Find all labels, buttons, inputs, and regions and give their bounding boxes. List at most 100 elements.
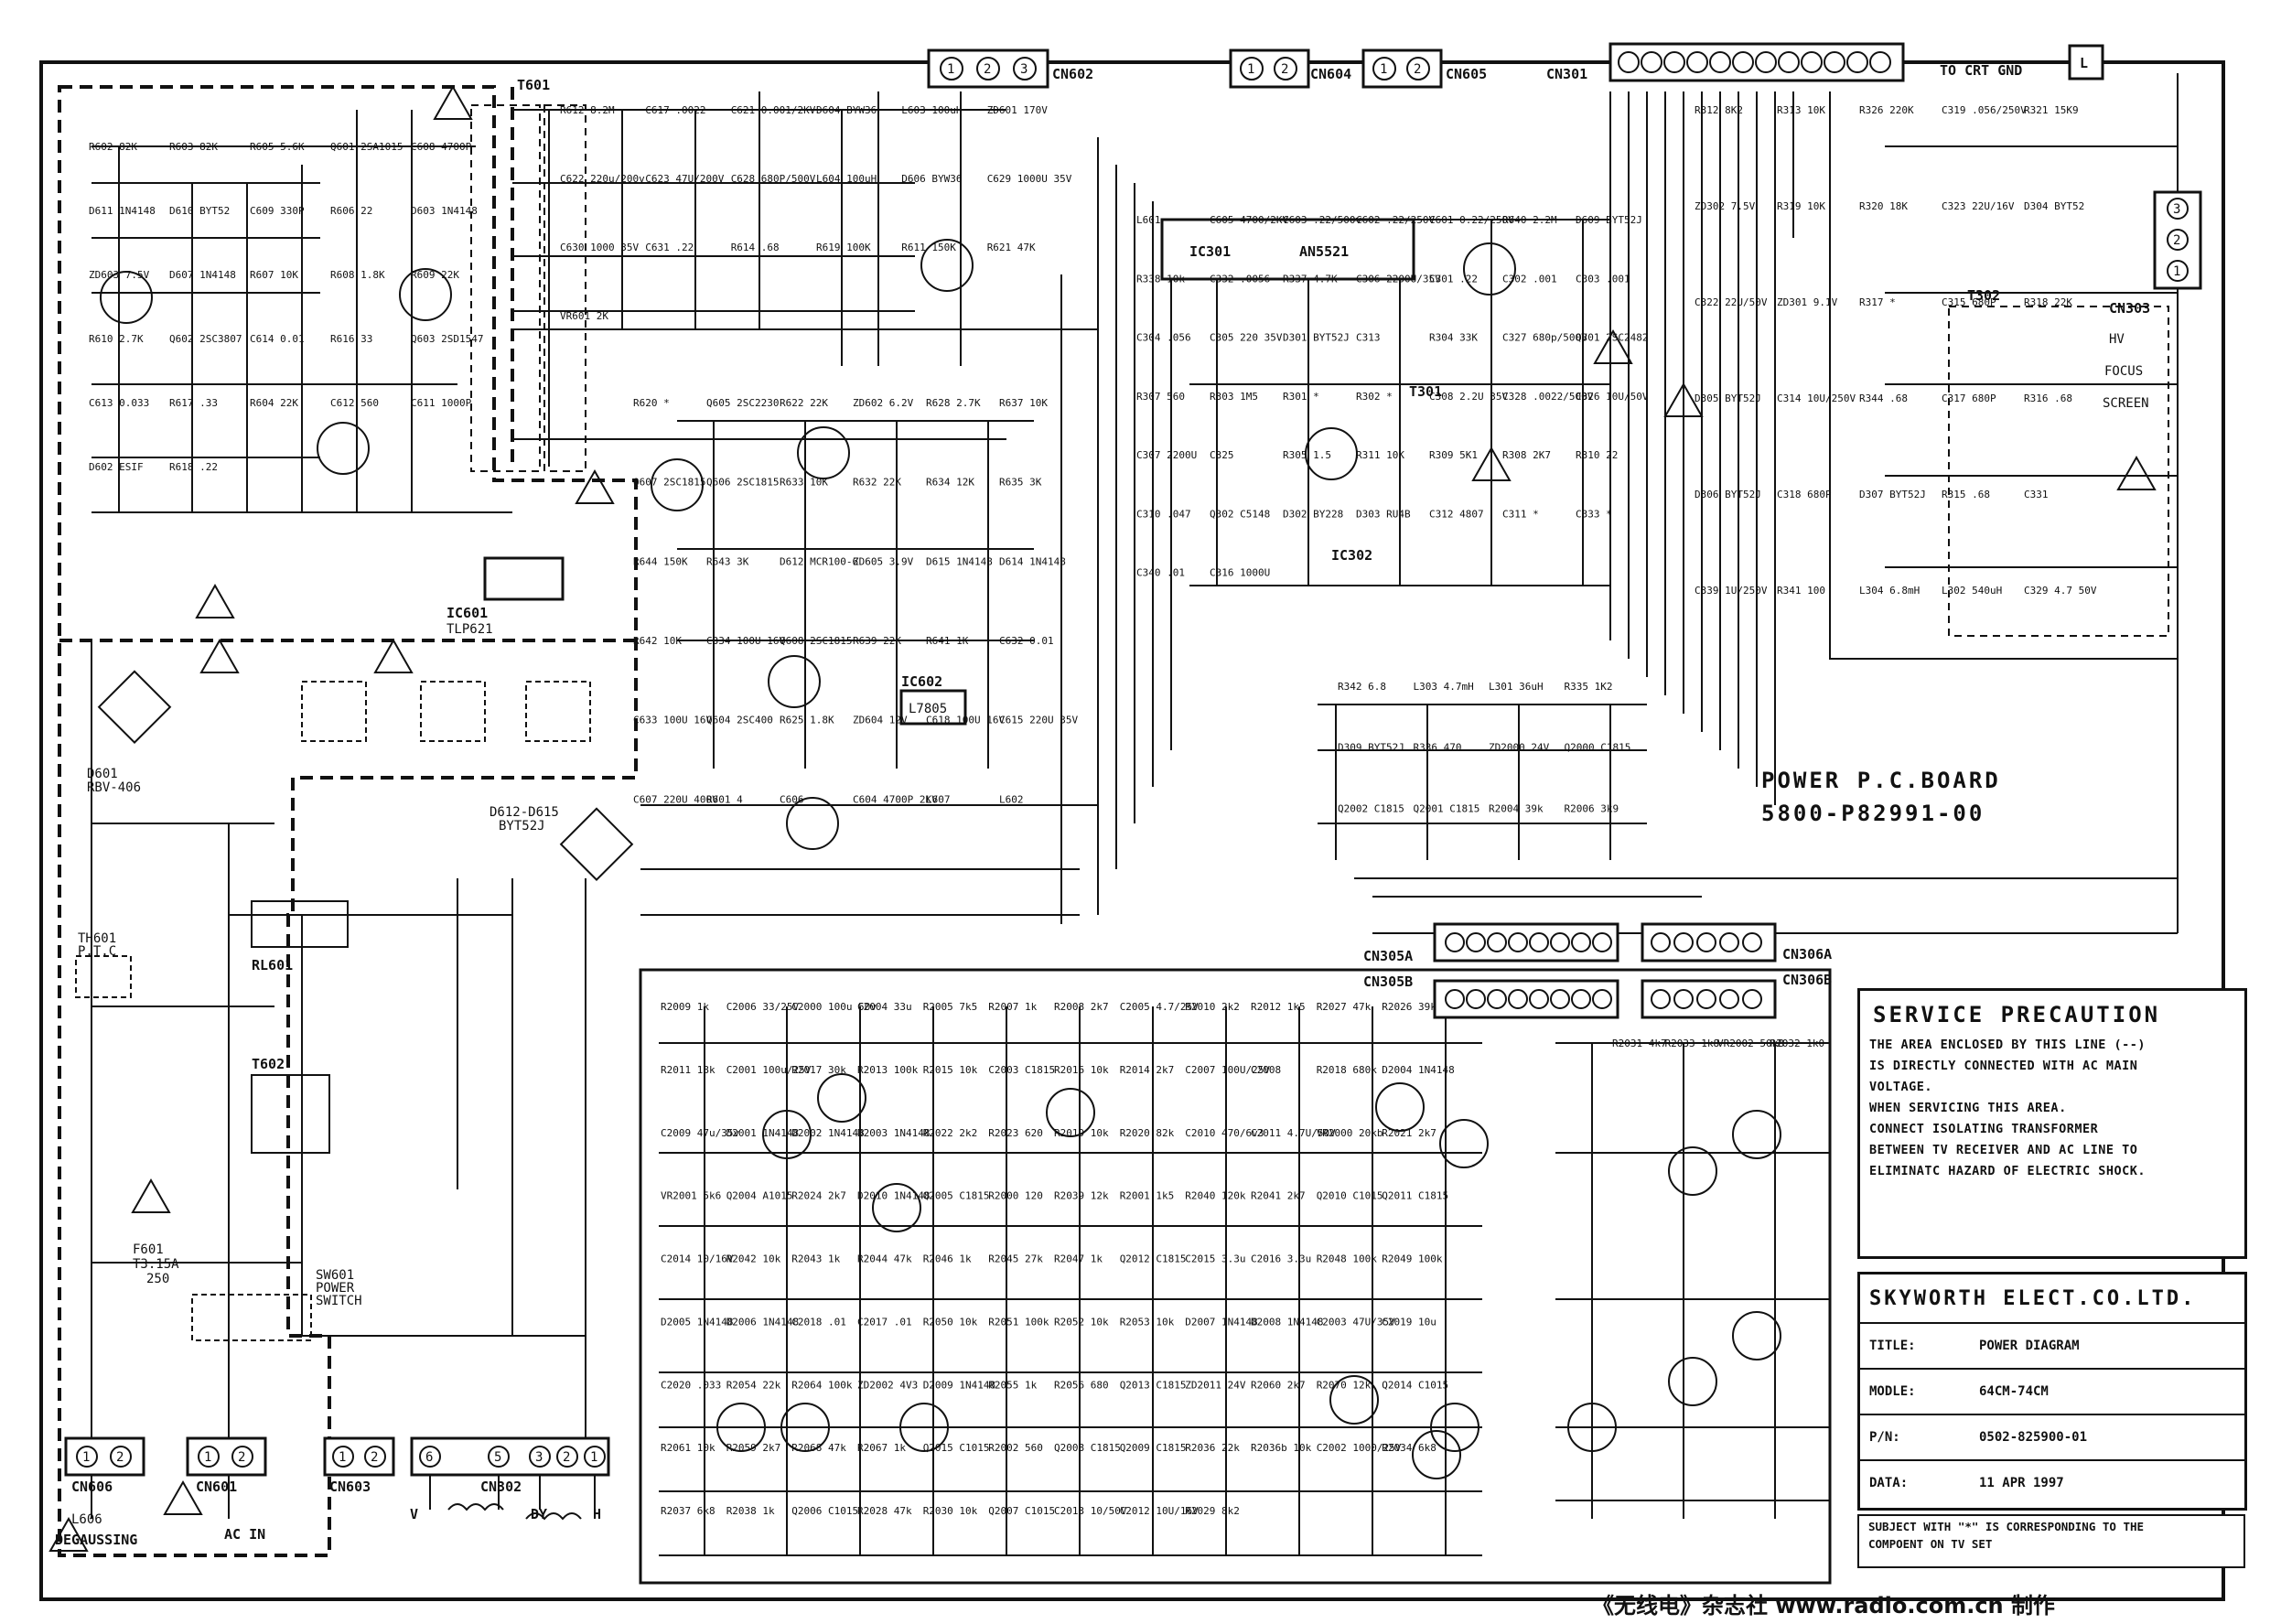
component-label: C613 0.033 (89, 397, 149, 409)
focus-label: FOCUS (2104, 364, 2143, 379)
f601-rating: T3.15A (133, 1257, 179, 1272)
t601-sec (543, 104, 586, 472)
component-label: R2042 10k (726, 1253, 781, 1265)
component-label: R308 2K7 (1502, 449, 1551, 461)
d612-label: D612-D615 (490, 805, 559, 820)
component-label: C340 .01 (1136, 567, 1185, 579)
component-label: R2049 100k (1382, 1253, 1443, 1265)
ic601-type: TLP621 (447, 622, 493, 637)
component-label: L302 540uH (1942, 585, 2002, 597)
component-label: D305 BYT52J (1695, 393, 1761, 404)
component-label: R607 10K (250, 269, 298, 281)
component-label: R2019 10k (1054, 1127, 1109, 1139)
component-label: ZD604 12V (853, 715, 908, 726)
svg-text:3: 3 (2173, 202, 2180, 217)
component-label: C606 (780, 793, 804, 805)
component-label: R2010 2k2 (1185, 1001, 1240, 1013)
component-label: L601 (1136, 214, 1161, 226)
title-key: TITLE: (1869, 1339, 1916, 1353)
component-label: C618 100U 16V (926, 715, 1005, 726)
component-label: R2047 1k (1054, 1253, 1103, 1265)
component-label: R620 * (633, 397, 670, 409)
component-label: R2054 22k (726, 1379, 781, 1391)
component-label: R313 10K (1777, 104, 1825, 116)
component-label: C315 680P (1942, 296, 1996, 308)
sw601-label: SW601 (316, 1268, 354, 1283)
title-block: SKYWORTH ELECT.CO.LTD. TITLE:POWER DIAGR… (1857, 1272, 2247, 1511)
component-label: C325 (1210, 449, 1234, 461)
cn601-label: CN601 (196, 1479, 237, 1495)
component-label: Q607 2SC1815 (633, 477, 705, 489)
component-label: R628 2.7K (926, 397, 981, 409)
connector-cn303[interactable]: 321 (2153, 190, 2202, 290)
component-label: Q2012 C1815 (1120, 1253, 1187, 1265)
component-label: C604 4700P 2KV (853, 793, 938, 805)
audio-section-frame (639, 968, 1832, 1585)
component-label: C332 .0056 (1210, 273, 1270, 285)
component-label: VR2000 20kb (1317, 1127, 1383, 1139)
precaution-line: VOLTAGE. (1869, 1080, 1933, 1094)
component-label: ZD602 6.2V (853, 397, 914, 409)
component-label: R2004 39k (1489, 802, 1544, 814)
svg-text:2: 2 (1281, 62, 1288, 77)
svg-text:6: 6 (425, 1450, 433, 1465)
ic602-label: IC602 (901, 673, 942, 690)
component-label: D606 BYW36 (901, 173, 962, 185)
component-label: R2036b 10k (1251, 1442, 1312, 1454)
connector-cn301[interactable] (1609, 42, 1905, 82)
component-label: R2024 2k7 (791, 1190, 846, 1202)
d601-label: D601 (87, 767, 118, 781)
title-value: POWER DIAGRAM (1979, 1339, 2080, 1353)
component-label: L607 (926, 793, 951, 805)
component-label: C2009 47u/35v (661, 1127, 739, 1139)
cn606-label: CN606 (71, 1479, 113, 1495)
ic602-box (899, 689, 967, 726)
component-label: R2067 1k (857, 1442, 906, 1454)
connector-cn305b[interactable] (1433, 979, 1619, 1019)
component-label: R611 150K (901, 242, 956, 253)
component-label: R2032 1k0 (1770, 1038, 1825, 1049)
component-label: C631 .22 (645, 242, 694, 253)
connector-cn306b[interactable] (1641, 979, 1777, 1019)
connector-cn305a[interactable] (1433, 922, 1619, 963)
component-label: C614 0.01 (250, 333, 305, 345)
component-label: R307 560 (1136, 391, 1185, 403)
component-label: R2008 2k7 (1054, 1001, 1109, 1013)
component-label: C311 * (1502, 508, 1539, 520)
component-label: ZD605 3.9V (853, 555, 914, 567)
component-label: R2027 47k (1317, 1001, 1372, 1013)
ic601-box (483, 556, 565, 601)
connector-cn306a[interactable] (1641, 922, 1777, 963)
screen-label: SCREEN (2103, 396, 2149, 411)
component-label: C323 22U/16V (1942, 200, 2015, 212)
ic301-box (1160, 218, 1415, 281)
component-label: D609 BYT52J (1576, 214, 1642, 226)
component-label: R616 33 (330, 333, 372, 345)
component-label: R2005 7k5 (923, 1001, 978, 1013)
component-label: R301 * (1283, 391, 1319, 403)
component-label: Q602 2SC3807 (169, 333, 242, 345)
component-label: C305 220 35V (1210, 332, 1283, 344)
component-label: R319 10K (1777, 200, 1825, 212)
svg-text:1: 1 (1247, 62, 1254, 77)
h-label: H (593, 1506, 601, 1522)
component-label: Q605 2SC2230 (706, 397, 779, 409)
board-name: POWER P.C.BOARD (1761, 768, 2001, 793)
component-label: R335 1K2 (1565, 681, 1613, 693)
f601-voltage: 250 (146, 1272, 169, 1286)
component-label: C2012 10U/16V (1120, 1505, 1199, 1517)
component-label: R2021 2k7 (1382, 1127, 1436, 1139)
subject-note: SUBJECT WITH "*" IS CORRESPONDING TO THE… (1857, 1514, 2245, 1568)
crt-gnd-terminal[interactable]: L (2068, 44, 2104, 81)
component-label: C2010 470/6v3 (1185, 1127, 1264, 1139)
component-label: R608 1.8K (330, 269, 385, 281)
component-label: R639 22K (853, 635, 901, 647)
